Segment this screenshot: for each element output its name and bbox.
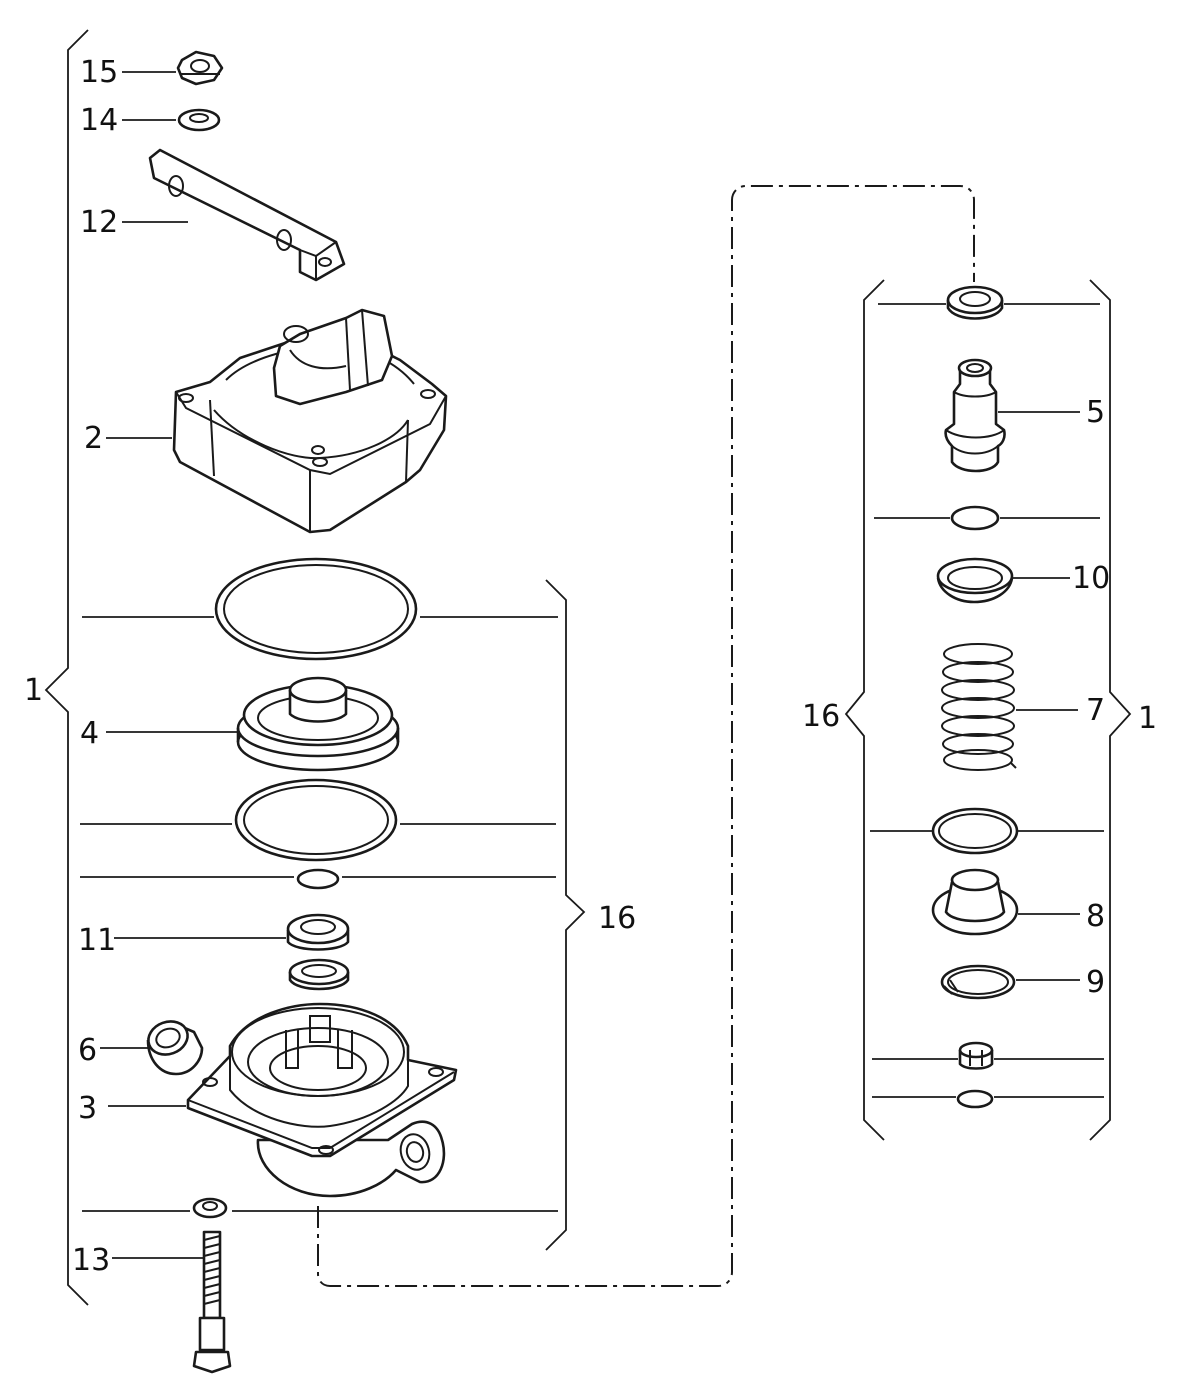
label-4: 4	[80, 716, 99, 751]
label-16-middle: 16	[598, 901, 636, 936]
seal-ring-10	[936, 557, 1014, 604]
label-6: 6	[78, 1033, 97, 1068]
label-9: 9	[1086, 965, 1105, 1000]
seal-11	[286, 913, 350, 951]
label-11: 11	[78, 923, 116, 958]
label-15: 15	[80, 55, 118, 90]
valve-stem-5	[944, 358, 1006, 473]
bolt-washer	[192, 1197, 228, 1219]
label-3: 3	[78, 1091, 97, 1126]
bracket-middle-16	[545, 579, 586, 1251]
top-seal-right	[946, 285, 1004, 320]
washer-14	[177, 108, 221, 132]
label-7: 7	[1086, 693, 1105, 728]
plug-6	[146, 1020, 204, 1076]
small-fitting-right	[958, 1041, 994, 1070]
bracket-left-1	[44, 29, 89, 1306]
label-1-right: 1	[1138, 701, 1157, 736]
label-16-right: 16	[802, 699, 840, 734]
valve-cover-2	[172, 308, 448, 534]
label-12: 12	[80, 205, 118, 240]
tiny-o-ring-right	[956, 1089, 994, 1109]
spring-7	[941, 643, 1017, 771]
mounting-bracket-12	[148, 148, 346, 282]
label-13: 13	[72, 1243, 110, 1278]
label-8: 8	[1086, 899, 1105, 934]
small-o-ring-right	[950, 505, 1000, 531]
valve-body-3	[186, 1002, 458, 1198]
label-5: 5	[1086, 395, 1105, 430]
seal-ring	[288, 958, 350, 991]
hex-nut-15	[176, 50, 224, 86]
dash-dot-connector	[317, 185, 975, 1287]
bolt-13	[192, 1230, 232, 1374]
snap-ring-9	[940, 964, 1016, 1000]
label-10: 10	[1072, 561, 1110, 596]
bracket-right-16	[844, 279, 885, 1141]
label-14: 14	[80, 103, 118, 138]
label-1-left: 1	[24, 673, 43, 708]
label-2: 2	[84, 421, 103, 456]
medium-o-ring	[234, 778, 398, 862]
valve-seat-8	[931, 868, 1019, 936]
medium-o-ring-right	[931, 807, 1019, 855]
piston-4	[236, 676, 400, 772]
bracket-right-1	[1089, 279, 1132, 1141]
small-o-ring	[296, 868, 340, 890]
large-o-ring	[214, 557, 418, 661]
